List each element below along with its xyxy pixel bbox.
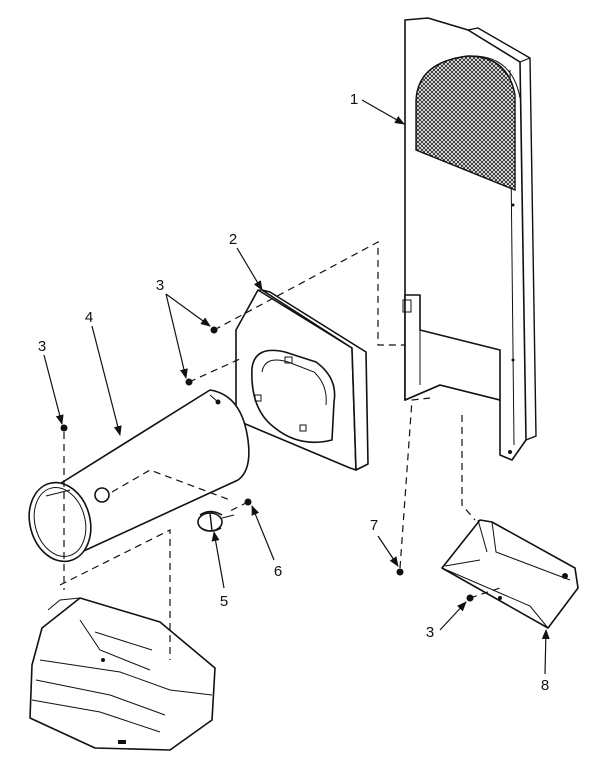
- callout-3-left: 3: [38, 338, 46, 355]
- callout-6: 6: [274, 563, 282, 580]
- callout-labels: 1 2 3 3 4 5 6 7 3 8: [38, 91, 549, 694]
- part-1-rear-panel: [402, 17, 537, 461]
- callout-2: 2: [229, 231, 237, 248]
- leader-lines: [43, 99, 550, 675]
- part-2-adapter-frame: [235, 289, 369, 471]
- callout-3-right: 3: [426, 624, 434, 641]
- screw-3-left: [60, 424, 68, 432]
- callout-7: 7: [370, 517, 378, 534]
- callout-4: 4: [85, 309, 93, 326]
- alignment-lines: [59, 240, 501, 660]
- callout-8: 8: [541, 677, 549, 694]
- part-4-duct-tube: [28, 389, 250, 563]
- part-8-bracket: [441, 519, 579, 629]
- callout-5: 5: [220, 593, 228, 610]
- callout-1: 1: [350, 91, 358, 108]
- callout-3-upper: 3: [156, 277, 164, 294]
- blower-housing: [29, 597, 216, 751]
- screw-7: [396, 568, 404, 576]
- screws: [60, 326, 474, 602]
- part-5-clamp: [197, 510, 235, 532]
